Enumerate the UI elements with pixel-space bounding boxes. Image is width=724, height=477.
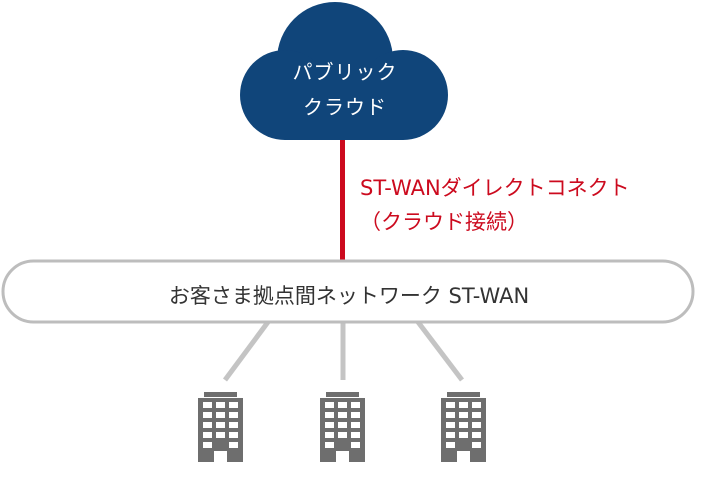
network-label: お客さま拠点間ネットワーク ST-WAN [168, 284, 530, 308]
direct-connect-sublabel: （クラウド接続） [360, 210, 528, 234]
direct-connect-label: ST-WANダイレクトコネクト [360, 176, 630, 200]
building-icon [198, 392, 243, 462]
direct-connect-line [340, 138, 345, 260]
cloud-icon [240, 2, 448, 140]
branch-lines [222, 320, 464, 382]
cloud-label-line2: クラウド [303, 95, 387, 119]
cloud-label-line1: パブリック [292, 60, 398, 84]
building-icon [441, 392, 486, 462]
building-icon [320, 392, 365, 462]
network-pill [1, 259, 695, 324]
